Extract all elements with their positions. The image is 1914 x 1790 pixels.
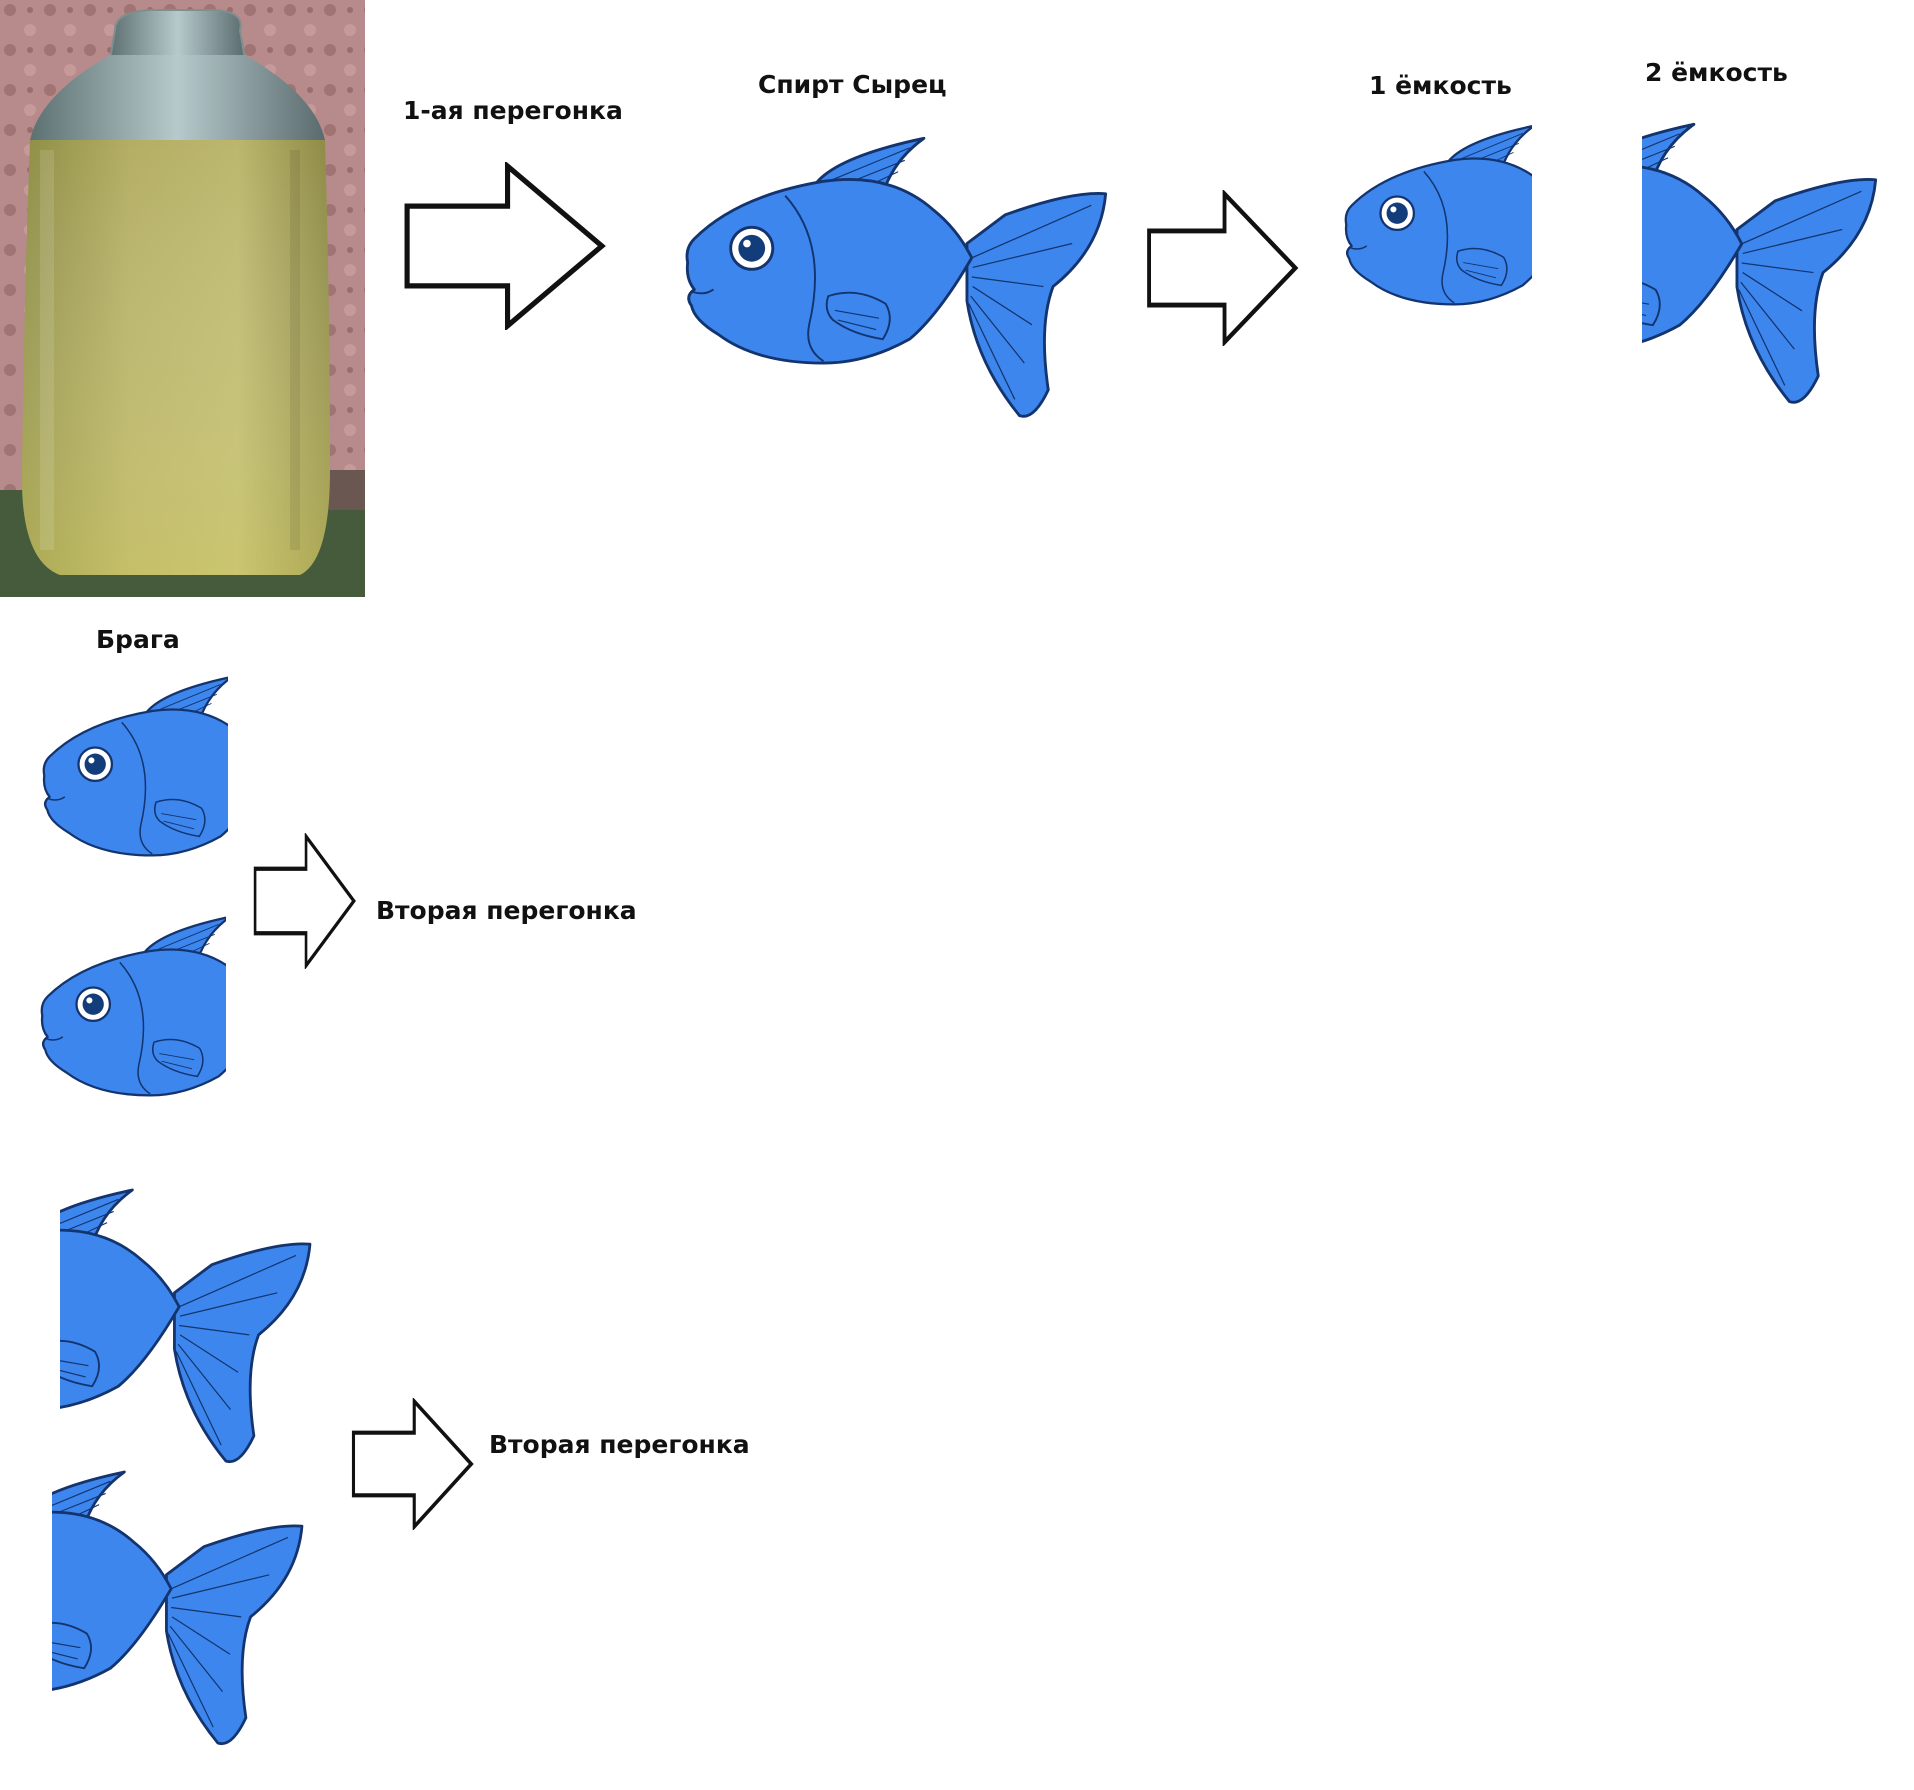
label-second-distillation-a: Вторая перегонка — [376, 896, 637, 925]
fish-icon-front-half — [36, 913, 226, 1125]
arrow-right-icon — [253, 833, 357, 969]
label-container-1: 1 ёмкость — [1369, 71, 1512, 100]
arrow-right-icon — [1146, 190, 1300, 346]
fish-icon-raw-spirit — [680, 132, 1120, 422]
fish-icon-back-half — [52, 1465, 320, 1755]
fish-icon-back-half — [1642, 118, 1904, 408]
fish-icon-back-half — [60, 1183, 328, 1468]
label-raw-spirit: Спирт Сырец — [758, 70, 947, 99]
arrow-right-icon — [403, 162, 608, 330]
fish-icon-front-half — [38, 673, 228, 885]
jar-illustration — [0, 0, 365, 597]
mash-jar-photo — [0, 0, 365, 597]
label-second-distillation-b: Вторая перегонка — [489, 1430, 750, 1459]
label-mash: Брага — [96, 625, 180, 654]
arrow-right-icon — [351, 1398, 475, 1530]
label-first-distillation: 1-ая перегонка — [403, 96, 623, 125]
fish-icon-front-half — [1340, 122, 1532, 334]
label-container-2: 2 ёмкость — [1645, 58, 1788, 87]
